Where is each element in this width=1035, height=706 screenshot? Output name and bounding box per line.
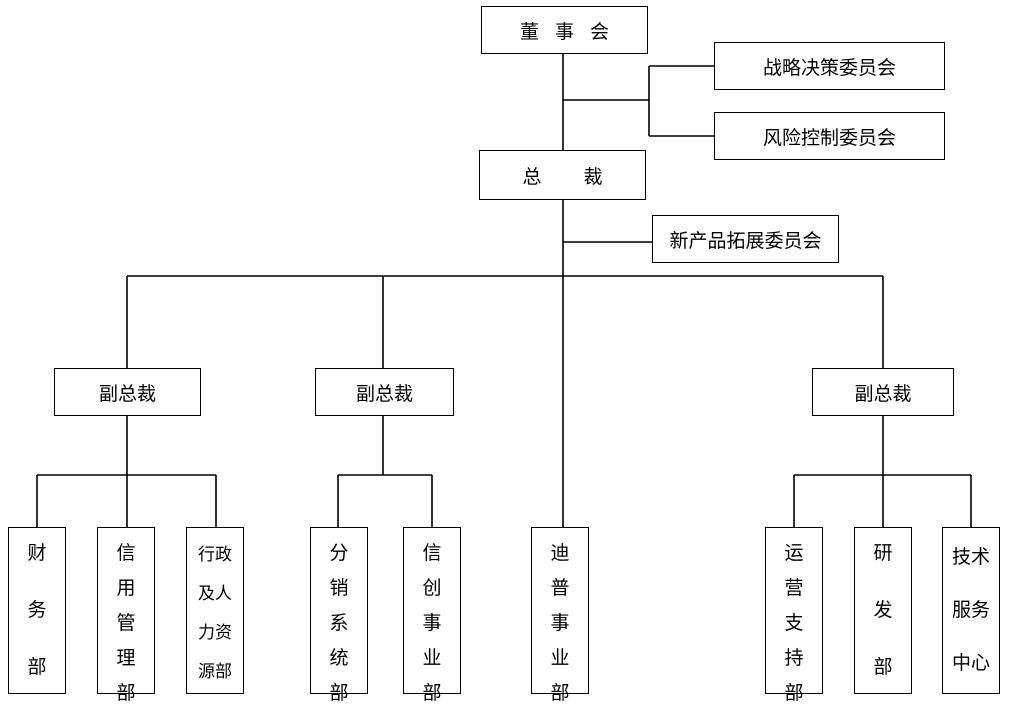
- department-box: 信 用 管 理 部: [97, 527, 155, 704]
- department-char: 务: [27, 599, 47, 621]
- vice-president-label: 副总裁: [98, 382, 156, 405]
- vice-president-box: 副总裁: [315, 368, 454, 416]
- department-char: 统: [329, 647, 349, 669]
- strategy-committee-label: 战略决策委员会: [762, 56, 896, 79]
- department-char: 财: [27, 542, 47, 564]
- department-box: 研 发 部: [854, 527, 912, 694]
- department-char: 部: [873, 656, 893, 678]
- department-box: 信 创 事 业 部: [403, 527, 461, 704]
- department-char: 管: [116, 612, 136, 634]
- department-char: 支: [784, 612, 804, 634]
- department-char: 持: [784, 647, 804, 669]
- department-char: 事: [422, 612, 442, 634]
- department-line: 力资: [198, 623, 232, 643]
- department-box: 行政 及人 力资 源部: [186, 527, 244, 694]
- department-char: 迪: [550, 542, 570, 564]
- department-char: 部: [329, 682, 349, 704]
- department-char: 部: [27, 656, 47, 678]
- department-char: 部: [116, 682, 136, 704]
- board-label: 董事会: [519, 20, 625, 43]
- department-line: 服务: [951, 599, 990, 621]
- board-box: 董事会: [481, 6, 648, 54]
- department-char: 分: [329, 542, 349, 564]
- vice-president-label: 副总裁: [854, 382, 912, 405]
- department-char: 信: [116, 542, 136, 564]
- department-box: 技术 服务 中心: [942, 527, 1000, 694]
- new-product-committee-label: 新产品拓展委员会: [669, 229, 822, 252]
- department-line: 中心: [951, 652, 990, 674]
- strategy-committee-box: 战略决策委员会: [714, 42, 945, 90]
- department-line: 源部: [198, 662, 232, 682]
- president-label: 总裁: [522, 165, 645, 188]
- department-char: 部: [550, 682, 570, 704]
- department-char: 事: [550, 612, 570, 634]
- department-box: 财 务 部: [8, 527, 66, 694]
- department-char: 用: [116, 577, 136, 599]
- president-box: 总裁: [479, 150, 646, 200]
- risk-committee-box: 风险控制委员会: [714, 112, 945, 160]
- department-line: 行政: [198, 545, 232, 565]
- department-char: 研: [873, 542, 893, 564]
- vice-president-label: 副总裁: [355, 382, 413, 405]
- department-box: 迪 普 事 业 部: [531, 527, 589, 704]
- department-char: 信: [422, 542, 442, 564]
- department-char: 业: [550, 647, 570, 669]
- department-char: 销: [329, 577, 349, 599]
- department-char: 运: [784, 542, 804, 564]
- new-product-committee-box: 新产品拓展委员会: [652, 215, 839, 263]
- department-char: 理: [116, 647, 136, 669]
- vice-president-box: 副总裁: [54, 368, 201, 416]
- department-char: 创: [422, 577, 442, 599]
- department-box: 运 营 支 持 部: [765, 527, 823, 704]
- vice-president-box: 副总裁: [812, 368, 954, 416]
- department-line: 技术: [951, 546, 990, 568]
- department-line: 及人: [198, 584, 232, 604]
- risk-committee-label: 风险控制委员会: [762, 126, 896, 149]
- department-box: 分 销 系 统 部: [310, 527, 368, 704]
- department-char: 发: [873, 599, 893, 621]
- department-char: 业: [422, 647, 442, 669]
- department-char: 普: [550, 577, 570, 599]
- department-char: 部: [784, 682, 804, 704]
- department-char: 营: [784, 577, 804, 599]
- department-char: 系: [329, 612, 349, 634]
- department-char: 部: [422, 682, 442, 704]
